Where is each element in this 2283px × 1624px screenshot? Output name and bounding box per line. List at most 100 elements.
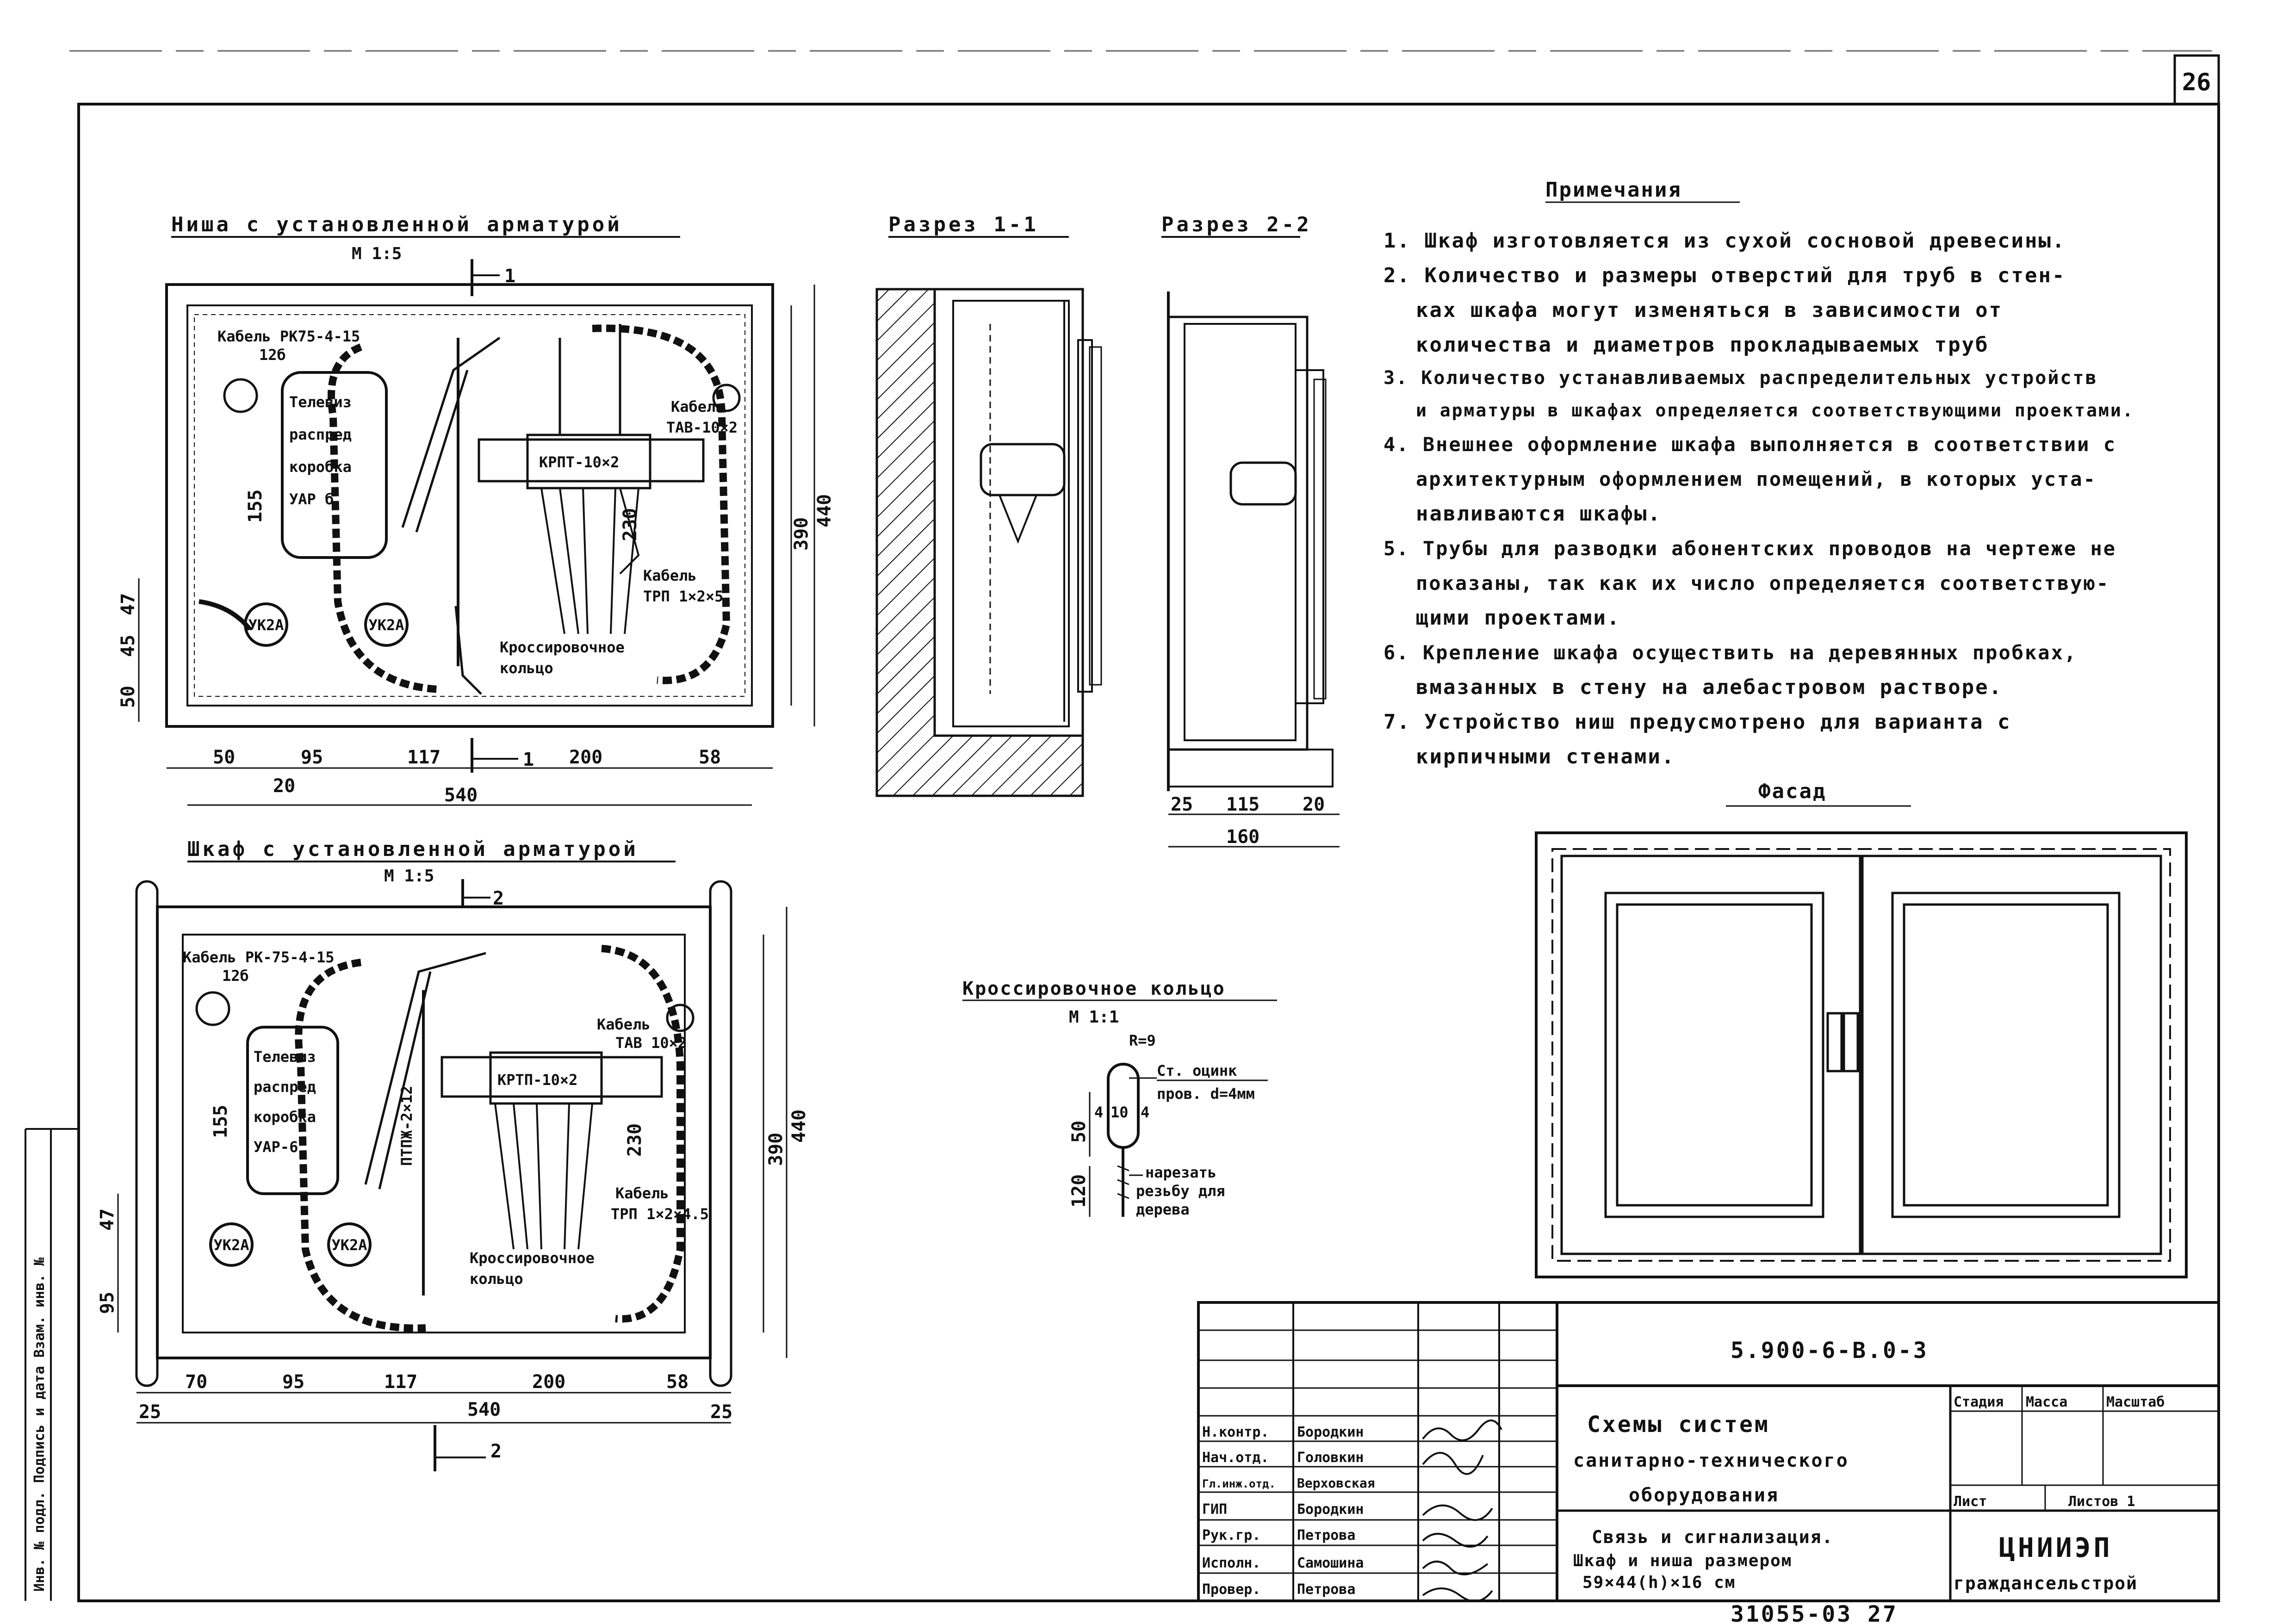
- s2-dim-total: 160: [1226, 826, 1259, 848]
- tb-sheet-title-1: Связь и сигнализация.: [1592, 1527, 1833, 1547]
- tb-sheet-title-2: Шкаф и ниша размером: [1573, 1551, 1792, 1570]
- niche-dim-b-58: 58: [699, 747, 721, 768]
- cab-section-mark-bottom: 2: [490, 1441, 502, 1462]
- section-2-title: Разрез 2-2: [1161, 213, 1312, 236]
- niche-cable3-b: ТРП 1×2×5: [643, 588, 723, 605]
- ring-dim-r9: R=9: [1129, 1032, 1156, 1049]
- note-line-8: архитектурным оформлением помещений, в к…: [1416, 468, 2097, 490]
- cab-box-line-2: распред: [254, 1078, 316, 1096]
- niche-dim-b-200: 200: [569, 747, 602, 768]
- tb-role-2: Нач.отд.: [1202, 1450, 1269, 1466]
- niche-dim-left-45: 45: [118, 635, 139, 657]
- cab-dim-left-47: 47: [97, 1209, 118, 1231]
- cab-box-line-3: коробка: [254, 1108, 316, 1126]
- cab-dim-25-right: 25: [710, 1401, 732, 1423]
- niche-box-line-4: УАР б: [289, 490, 334, 508]
- cab-dim-155: 155: [210, 1105, 231, 1138]
- ring-dim-4a: 4: [1094, 1103, 1103, 1121]
- niche-ring-b: кольцо: [500, 659, 553, 677]
- ring-label-3c: дерева: [1136, 1201, 1190, 1218]
- note-line-13: 6. Крепление шкафа осуществить на деревя…: [1383, 641, 2077, 664]
- s2-dim-25: 25: [1171, 794, 1193, 815]
- cab-dim-440: 440: [788, 1110, 810, 1143]
- note-line-15: 7. Устройство ниш предусмотрено для вари…: [1383, 710, 2011, 734]
- cab-uk-right: УК2А: [331, 1236, 367, 1254]
- page-number-box: [2173, 54, 2220, 105]
- cab-box-line-4: УАР-6: [254, 1138, 298, 1156]
- ring-label-3b: резьбу для: [1136, 1182, 1225, 1200]
- cab-ring-b: кольцо: [470, 1270, 523, 1288]
- niche-view: Ниша с установленной арматурой М 1:5 1 Т…: [118, 213, 835, 806]
- tb-org-1: ЦНИИЭП: [1999, 1532, 2113, 1563]
- niche-cable2-b: ТАВ-10×2: [666, 419, 738, 436]
- note-line-10: 5. Трубы для разводки абонентских провод…: [1383, 537, 2116, 560]
- note-line-5: 3. Количество устанавливаемых распредели…: [1383, 367, 2098, 389]
- cab-cable2-a: Кабель: [597, 1016, 651, 1033]
- cab-dim-b-58: 58: [666, 1371, 689, 1393]
- cab-dim-b-95: 95: [282, 1371, 304, 1393]
- note-line-9: навливаются шкафы.: [1416, 502, 1662, 526]
- cabinet-view-scale: М 1:5: [384, 867, 434, 886]
- niche-dim-left-47: 47: [118, 593, 139, 615]
- ring-label-2: пров. d=4мм: [1157, 1085, 1255, 1103]
- niche-dim-total: 540: [444, 785, 478, 806]
- notes-title: Примечания: [1545, 178, 1682, 202]
- ring-detail-title: Кроссировочное кольцо: [962, 978, 1226, 999]
- tb-title-3: оборудования: [1629, 1485, 1779, 1506]
- niche-cable-dim: 12б: [259, 346, 286, 364]
- cab-dim-25-left: 25: [139, 1401, 161, 1423]
- niche-view-title: Ниша с установленной арматурой: [171, 213, 622, 236]
- cab-cable-dim: 12б: [222, 967, 249, 985]
- cross-box: [526, 434, 651, 490]
- cab-cable-label: Кабель РК-75-4-15: [183, 948, 335, 966]
- facade: Фасад: [1535, 780, 2188, 1278]
- ring-dim-50: 50: [1068, 1121, 1090, 1143]
- niche-dim-390: 390: [791, 517, 812, 551]
- cab-dim-b-117: 117: [384, 1371, 417, 1393]
- cab-dim-total: 540: [467, 1399, 501, 1420]
- niche-box-line-2: распред: [289, 426, 352, 443]
- ring-label-3a: нарезать: [1145, 1164, 1216, 1181]
- cabinet-view: Шкаф с установленной арматурой М 1:5 2 Т…: [97, 837, 810, 1471]
- s2-dim-115: 115: [1226, 794, 1259, 815]
- tb-name-3: Верховская: [1297, 1475, 1375, 1491]
- note-line-14: вмазанных в стену на алебастровом раство…: [1416, 676, 2003, 699]
- uk-connector-left: [244, 602, 288, 647]
- cab-cable2-b: ТАВ 10×2: [615, 1034, 687, 1052]
- title-block: Н.контр. Бородкин Нач.отд. Головкин Гл.и…: [1197, 1301, 2220, 1602]
- tb-role-7: Провер.: [1202, 1581, 1260, 1598]
- tb-col-scale: Масштаб: [2106, 1394, 2165, 1410]
- niche-box-line-1: Телевиз: [289, 393, 352, 411]
- bottom-code: 31055-03 27: [1731, 1601, 1898, 1624]
- note-line-12: щими проектами.: [1416, 606, 1620, 630]
- cab-uk-left: УК2А: [213, 1236, 249, 1254]
- cab-cable3-a: Кабель: [615, 1184, 669, 1202]
- cabinet-view-title: Шкаф с установленной арматурой: [187, 837, 639, 861]
- tb-role-5: Рук.гр.: [1202, 1527, 1260, 1543]
- note-line-1: 1. Шкаф изготовляется из сухой сосновой …: [1383, 229, 2066, 253]
- niche-outline: [165, 283, 774, 728]
- facade-title: Фасад: [1758, 780, 1826, 803]
- signatures: [1422, 1419, 1502, 1602]
- sheet-frame: [77, 103, 2220, 1602]
- note-line-16: кирпичными стенами.: [1416, 745, 1675, 769]
- tb-name-4: Бородкин: [1297, 1501, 1364, 1518]
- note-line-3: ках шкафа могут изменяться в зависимости…: [1416, 298, 2003, 322]
- tb-org-2: граждансельстрой: [1954, 1573, 2138, 1593]
- left-stamp: Инв. № подл. Подпись и дата Взам. инв. №: [25, 1128, 79, 1601]
- tb-name-5: Петрова: [1297, 1527, 1355, 1543]
- niche-dim-20: 20: [273, 775, 295, 797]
- tb-sheets-label: Листов 1: [2068, 1494, 2135, 1510]
- niche-dim-b-95: 95: [301, 747, 323, 768]
- niche-uk-left: УК2А: [248, 616, 284, 634]
- niche-box-line-3: коробка: [289, 458, 352, 476]
- niche-cable3-a: Кабель: [643, 567, 697, 584]
- note-line-2: 2. Количество и размеры отверстий для тр…: [1383, 264, 2066, 287]
- cab-dim-b-70: 70: [185, 1371, 207, 1393]
- niche-dim-440: 440: [814, 494, 835, 527]
- cab-box-line-1: Телевиз: [254, 1048, 316, 1066]
- tb-sheet-title-3: 59×44(h)×16 см: [1582, 1573, 1736, 1592]
- ring-dim-4b: 4: [1141, 1103, 1149, 1121]
- tb-sheet-label: Лист: [1954, 1494, 1987, 1510]
